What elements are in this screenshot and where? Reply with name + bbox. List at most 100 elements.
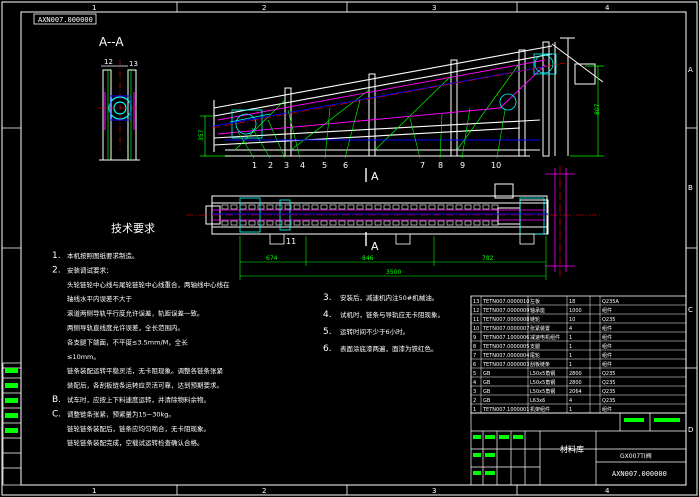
bom-cell: 机架组件	[530, 406, 550, 413]
dimension-plan-846: 846	[362, 255, 374, 262]
chain-link	[221, 204, 229, 210]
chain-link	[257, 220, 265, 226]
bom-cell: 2	[473, 398, 476, 404]
tech-item-text: 装配后，各刮板链条运转应灵活可靠，达到预期要求。	[67, 381, 223, 390]
bom-cell: L50x5角钢	[530, 370, 555, 377]
chain-link	[464, 220, 472, 226]
tech-item-number: 1.	[52, 251, 61, 261]
grid-col-4-bottom: 4	[605, 487, 610, 495]
callout-10: 10	[491, 161, 501, 170]
bom-cell: Q235A	[602, 299, 619, 305]
chain-link	[347, 204, 355, 210]
chain-link	[293, 204, 301, 210]
bom-cell: TETN007.0000007	[482, 326, 529, 332]
chain-link	[230, 204, 238, 210]
tech-item-text: ≤10mm。	[67, 353, 100, 361]
chain-link	[419, 220, 427, 226]
chain-link	[284, 220, 292, 226]
bom-cell: 13	[473, 299, 479, 305]
bom-cell: 9	[473, 335, 476, 341]
bom-cell: 组件	[602, 361, 612, 368]
dimension-right: 807	[594, 103, 601, 115]
bom-cell: 组件	[602, 406, 612, 413]
bom-cell: Q235	[602, 371, 615, 377]
title-product-name: GX007TI阀	[620, 452, 652, 460]
callout-6: 6	[343, 161, 348, 170]
section-view-a-a: A--A 12 13	[98, 35, 142, 161]
grid-col-4: 4	[605, 4, 610, 12]
chain-link	[275, 204, 283, 210]
chain-link	[437, 204, 445, 210]
bom-cell: TETN007.0000004	[482, 353, 529, 359]
main-view-callouts: 1 2 3 4 5 6 7 8 9 10	[237, 99, 506, 170]
bom-cell: L50x5角钢	[530, 388, 555, 395]
grid-row-a: A	[688, 66, 693, 74]
chain-link	[464, 204, 472, 210]
grid-row-labels: A B C D	[688, 66, 693, 434]
tech-item-text: 链轮链条装配后，链条应均匀啮合，无卡阻现象。	[67, 424, 210, 433]
bom-cell: 4	[473, 380, 476, 386]
title-block: 材料库 GX007TI阀 AXN007.000000	[470, 412, 687, 486]
chain-link	[401, 220, 409, 226]
chain-link	[473, 204, 481, 210]
chain-link	[482, 204, 490, 210]
chain-link	[446, 220, 454, 226]
dimension-plan-782: 782	[482, 255, 494, 262]
chain-link	[383, 204, 391, 210]
bom-cell: 轴承座	[530, 307, 545, 314]
chain-link	[365, 220, 373, 226]
bom-cell: 1	[569, 344, 572, 350]
section-mark-plan: A	[371, 240, 379, 253]
dimension-plan-total: 3500	[386, 269, 401, 276]
tech-item-text: 表面涂底漆两遍，面漆为铁红色。	[340, 344, 438, 353]
title-drawing-number: AXN007.000000	[612, 470, 667, 478]
dimension-left: 357	[198, 129, 205, 141]
grid-row-d: D	[688, 426, 693, 434]
callout-8: 8	[438, 161, 443, 170]
bom-cell: GB	[483, 398, 491, 404]
callout-9: 9	[460, 161, 465, 170]
bom-cell: TETN007.1000006	[482, 335, 529, 341]
bom-cell: TETN007.0000008	[482, 317, 529, 323]
tech-item-number: 4.	[323, 310, 332, 320]
chain-link	[365, 204, 373, 210]
chain-link	[338, 204, 346, 210]
bom-cell: Q235	[602, 380, 615, 386]
section-mark-main: A	[371, 170, 379, 183]
callout-5: 5	[322, 161, 327, 170]
bom-cell: 3	[473, 389, 476, 395]
bom-cell: 18	[569, 299, 575, 305]
tech-item-text: 轴线水平内误差不大于	[67, 294, 133, 303]
callout-7: 7	[420, 161, 425, 170]
callout-2: 2	[268, 161, 273, 170]
chain-link	[356, 204, 364, 210]
section-view-label: A--A	[99, 35, 124, 49]
bom-cell: 左板	[530, 298, 540, 305]
chain-link	[473, 220, 481, 226]
bom-cell: 2800	[569, 380, 582, 386]
bom-cell: L50x5角钢	[530, 379, 555, 386]
bom-cell: TETN007.1000001	[482, 407, 529, 413]
bom-cell: 组件	[602, 352, 612, 359]
tech-item-text: 滚道两侧导轨平行度允许误差，轨距误差一致。	[67, 309, 204, 318]
chain-link	[392, 204, 400, 210]
chain-link	[284, 204, 292, 210]
grid-col-2: 2	[262, 4, 266, 12]
bom-cell: 1000	[569, 308, 582, 314]
section-part-13: 13	[129, 60, 138, 68]
bom-cell: 1	[569, 353, 572, 359]
title-company: 材料库	[560, 444, 584, 454]
bom-cell: 1	[569, 362, 572, 368]
bom-cell: 组件	[602, 334, 612, 341]
bom-cell: 刮板链条	[530, 361, 550, 368]
bom-cell: GB	[483, 371, 491, 377]
grid-col-1-bottom: 1	[92, 487, 96, 495]
tech-item-text: 各支腿下端面，不平度≤3.5mm/M，全长	[67, 337, 188, 346]
chain-link	[383, 220, 391, 226]
bom-cell: 10	[473, 326, 479, 332]
tech-item-number: 5.	[323, 327, 332, 337]
bom-cell: 6	[473, 362, 476, 368]
chain-link	[266, 204, 274, 210]
bom-cell: GB	[483, 380, 491, 386]
